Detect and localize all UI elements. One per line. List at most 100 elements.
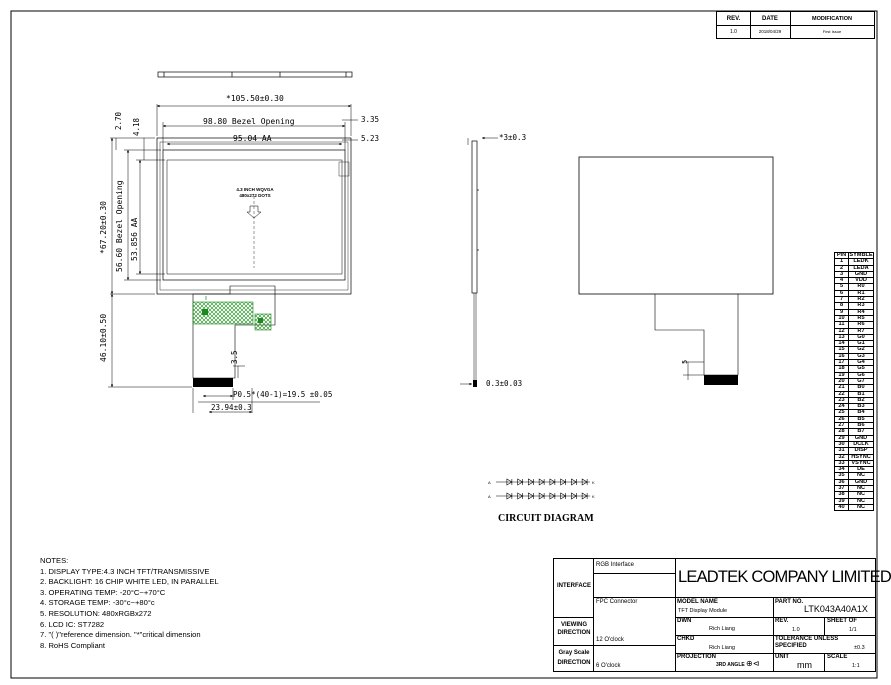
note-item: 7. "( )"reference dimension. "*"critical…	[40, 630, 201, 640]
fpc-contact-pads	[193, 378, 233, 387]
front-dimensions	[108, 104, 358, 414]
led-diode-icon	[581, 492, 588, 500]
led-diode-icon	[506, 492, 513, 500]
pin-number: PIN	[835, 252, 849, 259]
pin-symbol: G1	[857, 340, 865, 347]
date-header: DATE	[762, 15, 778, 22]
pin-number: 6	[835, 290, 849, 297]
unit-label: UNIT	[775, 654, 789, 660]
circuit-anode-label: A	[488, 494, 491, 499]
pin-row: 11 R6	[835, 321, 873, 329]
pin-symbol: NC	[856, 484, 866, 491]
pin-symbol: R3	[857, 302, 865, 309]
pin-number: 1	[835, 258, 849, 265]
pin-number: 36	[835, 479, 849, 485]
pin-symbol: B2	[857, 396, 865, 403]
circuit-diagram-label: CIRCUIT DIAGRAM	[498, 513, 594, 524]
pin-number: 37	[835, 485, 849, 492]
notes-section: NOTES: 1. DISPLAY TYPE:4.3 INCH TFT/TRAN…	[40, 556, 219, 651]
part-no-label: PART NO.	[775, 599, 804, 605]
pin-row: 37 NC	[835, 484, 873, 493]
back-fpc-contacts	[704, 375, 738, 385]
dim-aa-width: 95.04 AA	[233, 134, 272, 143]
notes-heading: NOTES:	[40, 556, 69, 565]
sheet-border	[10, 10, 878, 679]
pin-symbol: G0	[857, 333, 865, 340]
pin-number: 40	[835, 504, 849, 511]
revision-table: REV. DATE MODIFICATION 1.0 2018/04/29 Fi…	[716, 11, 875, 39]
circuit-cathode-label: K	[592, 480, 595, 485]
led-diode-icon	[528, 478, 534, 486]
pin-number: 24	[835, 403, 849, 410]
pin-symbol: B5	[857, 415, 865, 422]
part-no-value: LTK043A40A1X	[804, 604, 868, 614]
dim-pin-pitch: P0.5*(40-1)=19.5 ±0.05	[233, 390, 333, 399]
rev-block-value: 1.0	[792, 627, 800, 633]
viewing-direction-value: 12 O'clock	[596, 637, 624, 643]
pin-row: 1 LEDK	[835, 258, 873, 266]
pin-symbol: LEDK	[853, 258, 869, 265]
pin-symbol: B6	[857, 422, 865, 429]
panel-size-label: 4.3 INCH WQVGA	[236, 187, 274, 192]
viewing-label-line1: VIEWING	[560, 622, 587, 628]
note-item: 2. BACKLIGHT: 16 CHIP WHITE LED, IN PARA…	[40, 577, 219, 587]
pin-symbol: R6	[857, 321, 865, 328]
pin-symbol: B4	[857, 409, 865, 416]
side-view	[460, 136, 498, 387]
pin-symbol: R2	[857, 296, 865, 303]
scale-value: 1:1	[852, 663, 860, 669]
led-diode-icon	[506, 478, 513, 486]
bezel-opening	[162, 149, 346, 281]
pin-symbol: GND	[854, 434, 868, 441]
module-outline	[156, 137, 352, 295]
date-value: 2018/04/29	[758, 29, 782, 34]
circuit-anode-label: A	[488, 480, 491, 485]
led-diode-icon	[549, 492, 556, 500]
dim-outline-width: *105.50±0.30	[226, 94, 284, 103]
dim-5-23: 5.23	[361, 134, 380, 143]
fpc-stiffener-hatched	[192, 301, 254, 325]
pin-number: 25	[835, 409, 849, 416]
pin-number: 11	[835, 321, 849, 328]
dim-2-70: 2.70	[114, 111, 123, 130]
grayscale-direction-label: Gray Scale DIRECTION	[556, 648, 592, 668]
pin-symbol: NC	[856, 497, 866, 504]
dim-fpc-0-3: 0.3	[206, 381, 219, 389]
dim-bezel-opening-height: 56.60 Bezel Opening	[115, 180, 124, 272]
pin-number: 5	[835, 284, 849, 290]
led-diode-icon	[517, 478, 524, 486]
tolerance-label-line2: SPECIFIED	[775, 643, 807, 649]
pin-symbol: B3	[857, 403, 865, 410]
pin-symbol: R5	[857, 314, 865, 321]
pin-number: 15	[835, 346, 849, 353]
grayscale-label-line1: Gray Scale	[558, 650, 590, 656]
modification-value: First Issue	[822, 29, 842, 34]
pin-number: 10	[835, 315, 849, 322]
grayscale-direction-value: 6 O'clock	[596, 663, 621, 669]
pin-symbol: G7	[857, 377, 865, 384]
note-item: 4. STORAGE TEMP: -30°c~+80°c	[40, 598, 155, 608]
pin-row: 24 B3	[835, 403, 873, 411]
pin-symbol: NC	[856, 491, 866, 498]
led-diode-icon	[538, 492, 545, 500]
front-view	[156, 71, 353, 387]
pin-number: 27	[835, 422, 849, 429]
pin-number: 21	[835, 384, 849, 391]
pin-number: 23	[835, 397, 849, 404]
